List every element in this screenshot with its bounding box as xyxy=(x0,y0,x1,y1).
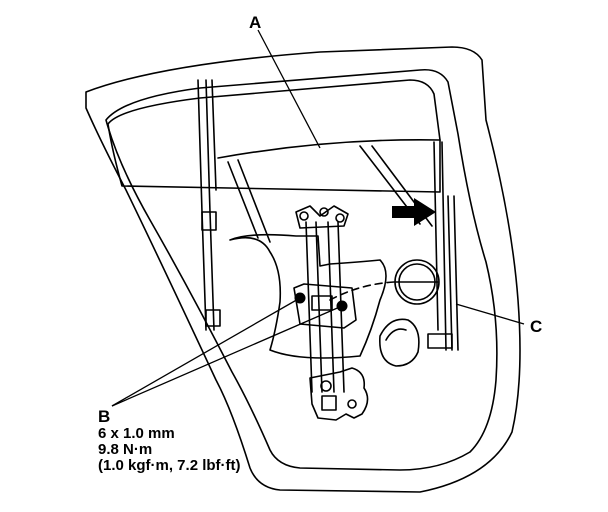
left-rail-bracket xyxy=(201,211,217,231)
torque-alt-value: (1.0 kgf·m, 7.2 lbf·ft) xyxy=(98,457,241,474)
regulator-top-bracket xyxy=(295,205,349,229)
door-outer-panel xyxy=(85,46,521,493)
window-glass xyxy=(107,79,441,193)
leader-b2 xyxy=(111,305,343,407)
right-channel-rail xyxy=(433,141,439,331)
window-motor xyxy=(309,367,369,421)
left-channel-rail xyxy=(197,79,207,331)
right-rail-bracket xyxy=(427,333,453,349)
torque-spec: 6 x 1.0 mm 9.8 N·m (1.0 kgf·m, 7.2 lbf·f… xyxy=(98,426,241,474)
bolt-size: 6 x 1.0 mm xyxy=(98,425,175,442)
regulator-rail-right xyxy=(327,221,335,393)
lower-pocket xyxy=(379,318,420,367)
callout-c: C xyxy=(530,317,543,336)
access-hole xyxy=(394,259,440,305)
regulator-rail-left xyxy=(305,221,313,393)
door-inner-outline xyxy=(105,68,498,471)
glass-reflection-1 xyxy=(227,161,259,239)
glass-reflection-2 xyxy=(237,159,271,243)
right-arrow-icon xyxy=(392,198,436,226)
leader-b1 xyxy=(111,297,301,407)
leader-c xyxy=(455,303,525,325)
leader-a xyxy=(257,29,321,149)
wire-harness xyxy=(329,281,395,301)
callout-b: B xyxy=(98,407,111,426)
callout-a: A xyxy=(249,13,262,32)
torque-value: 9.8 N·m xyxy=(98,441,153,458)
glass-top-edge xyxy=(217,139,441,159)
